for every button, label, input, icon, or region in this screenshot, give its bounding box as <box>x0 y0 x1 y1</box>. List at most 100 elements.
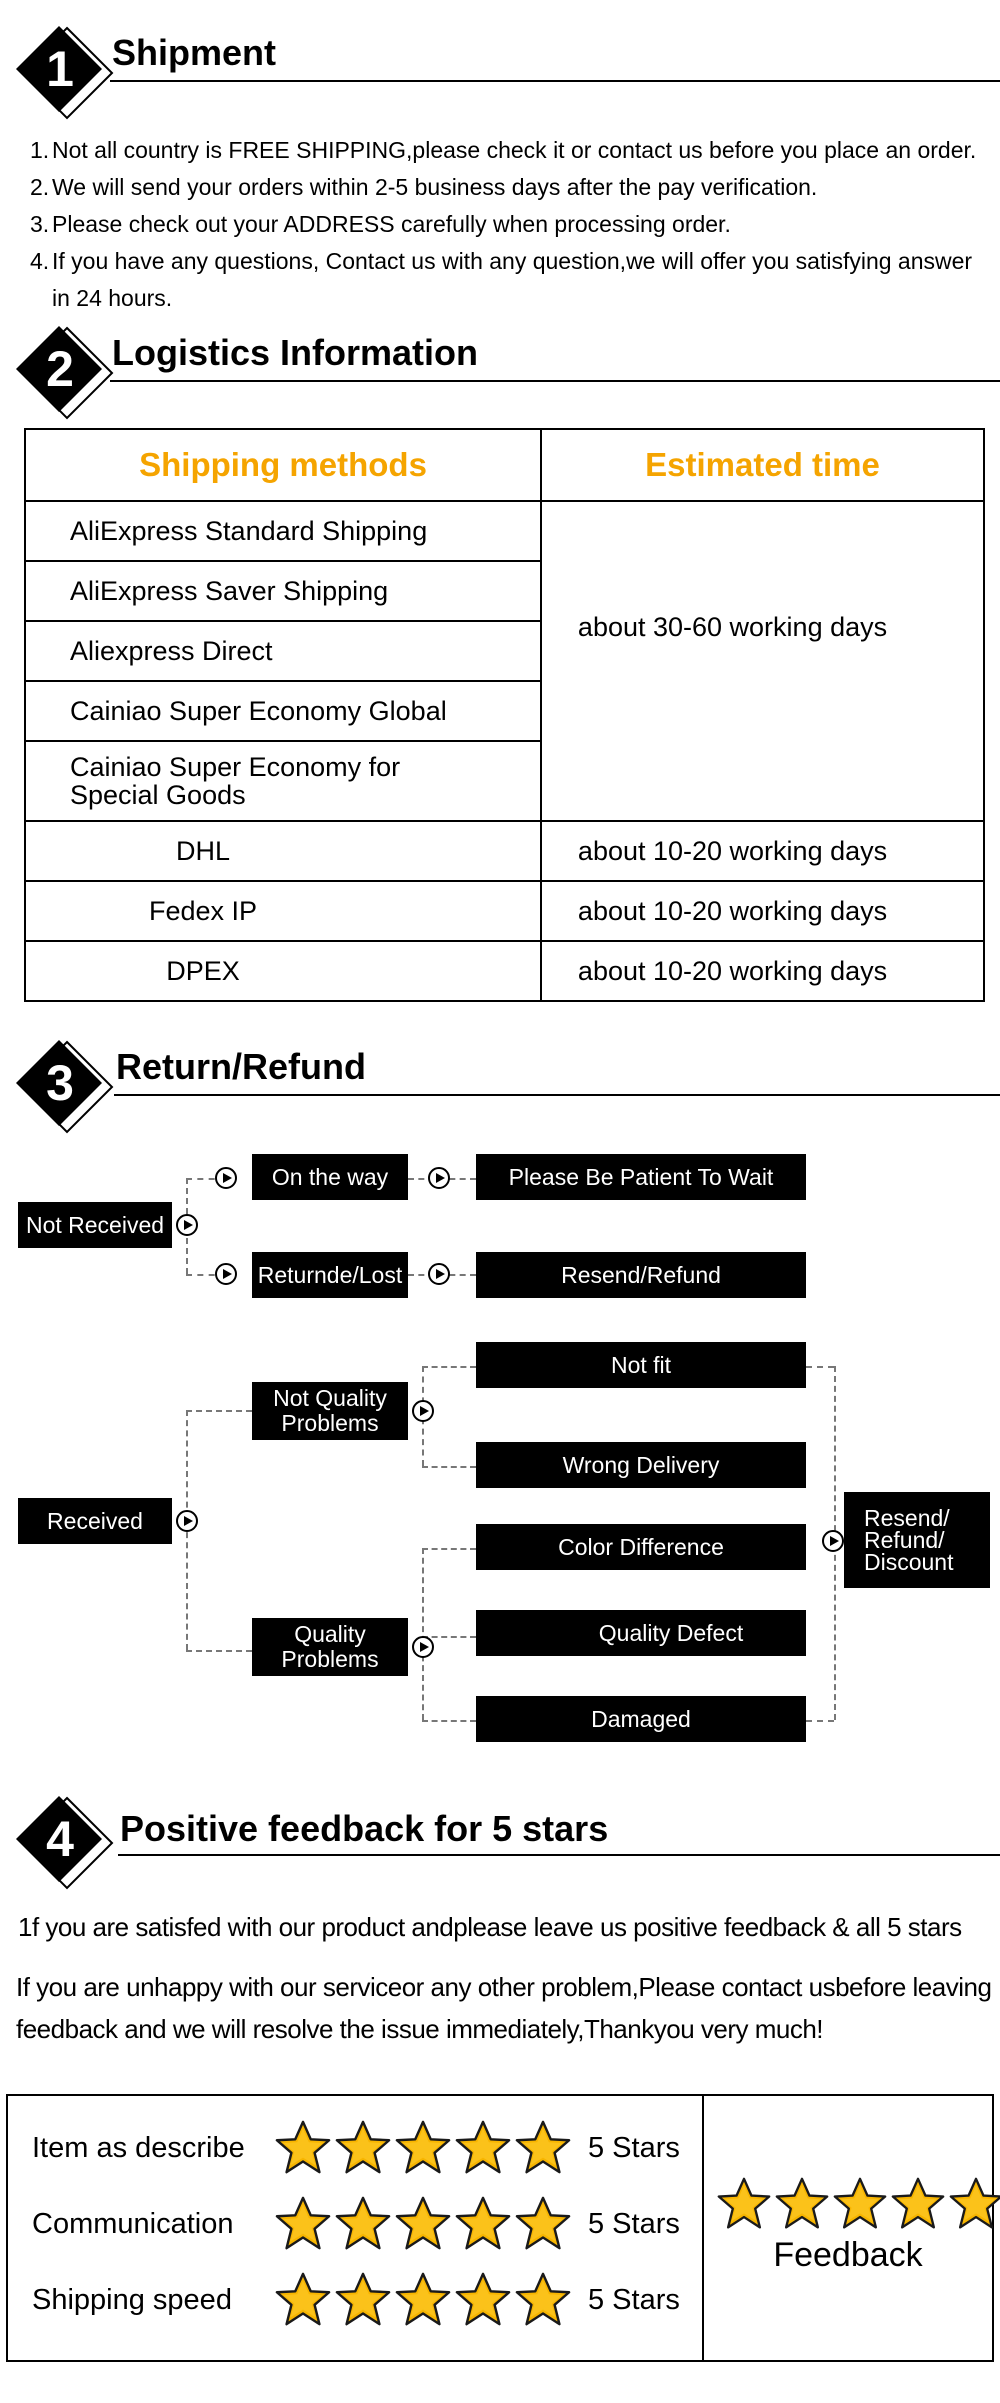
table-header-time: Estimated time <box>540 428 985 502</box>
arrow-icon <box>412 1400 434 1422</box>
section-title: Shipment <box>112 32 277 73</box>
section-number-badge: 4 <box>14 1792 114 1892</box>
wait-box: Please Be Patient To Wait <box>476 1154 806 1200</box>
arrow-icon <box>428 1263 450 1285</box>
star-icon <box>274 2119 332 2177</box>
table-row: AliExpress Standard Shipping about 30-60… <box>23 500 985 822</box>
method-cell: DHL <box>23 820 543 882</box>
list-item: 3.Please check out your ADDRESS carefull… <box>30 211 731 237</box>
arrow-icon <box>412 1636 434 1658</box>
not-quality-box: Not Quality Problems <box>252 1382 408 1440</box>
final-outcome-box: Resend/ Refund/ Discount <box>844 1492 990 1588</box>
time-cell: about 10-20 working days <box>540 940 985 1002</box>
color-difference-box: Color Difference <box>476 1524 806 1570</box>
rating-label: Item as describe <box>32 2131 245 2164</box>
not-fit-box: Not fit <box>476 1342 806 1388</box>
on-the-way-box: On the way <box>252 1154 408 1200</box>
time-cell: about 30-60 working days <box>540 500 985 822</box>
table-row: AliExpress Saver Shipping <box>23 560 984 622</box>
rating-row: Item as describe 5 Stars <box>32 2118 680 2178</box>
section-title: Return/Refund <box>116 1046 366 1087</box>
section-number: 1 <box>46 41 74 97</box>
star-icon <box>334 2195 392 2253</box>
feedback-text-unhappy: If you are unhappy with our serviceor an… <box>16 1972 992 2044</box>
table-row: Cainiao Super Economy Global <box>23 680 984 742</box>
list-item: 1.Not all country is FREE SHIPPING,pleas… <box>30 137 977 163</box>
star-icon <box>394 2119 452 2177</box>
quality-box: Quality Problems <box>252 1618 408 1676</box>
section-feedback-header: 4 Positive feedback for 5 stars <box>14 1792 1000 1892</box>
rating-panel: Item as describe 5 Stars Communication 5… <box>6 2094 994 2362</box>
wrong-delivery-box: Wrong Delivery <box>476 1442 806 1488</box>
resend-refund-box: Resend/Refund <box>476 1252 806 1298</box>
section-divider <box>118 1854 1000 1856</box>
method-cell: Fedex IP <box>23 880 543 942</box>
star-icon <box>514 2195 572 2253</box>
time-cell: about 10-20 working days <box>540 820 985 882</box>
arrow-icon <box>215 1263 237 1285</box>
section-number: 4 <box>46 1811 74 1867</box>
feedback-label: Feedback <box>773 2236 923 2274</box>
damaged-box: Damaged <box>476 1696 806 1742</box>
star-icon <box>394 2271 452 2329</box>
table-header-methods: Shipping methods <box>23 428 543 502</box>
rating-row: Communication 5 Stars <box>32 2194 680 2254</box>
method-cell: DPEX <box>23 940 543 1002</box>
rating-value: 5 Stars <box>588 2283 680 2316</box>
star-icon <box>514 2119 572 2177</box>
arrow-icon <box>176 1214 198 1236</box>
logistics-table: Shipping methods Estimated time AliExpre… <box>23 428 985 1002</box>
section-divider <box>110 380 1000 382</box>
section-shipment-header: 1 Shipment <box>14 22 1000 122</box>
section-returns-header: 3 Return/Refund <box>14 1036 1000 1136</box>
method-cell: AliExpress Saver Shipping <box>23 560 543 622</box>
star-icon <box>774 2176 830 2232</box>
arrow-icon <box>428 1167 450 1189</box>
method-cell: AliExpress Standard Shipping <box>23 500 543 562</box>
star-icon <box>334 2119 392 2177</box>
section-number-badge: 3 <box>14 1036 114 1136</box>
star-icon <box>454 2271 512 2329</box>
section-number-badge: 1 <box>14 22 114 122</box>
section-number: 3 <box>46 1055 74 1111</box>
table-row: Fedex IP about 10-20 working days <box>23 880 985 942</box>
star-icon <box>716 2176 772 2232</box>
received-box: Received <box>18 1498 172 1544</box>
section-logistics-header: 2 Logistics Information <box>14 322 1000 422</box>
star-icon <box>394 2195 452 2253</box>
method-cell: Cainiao Super Economy for Special Goods <box>23 740 543 822</box>
star-icon <box>274 2271 332 2329</box>
rating-label: Shipping speed <box>32 2283 232 2316</box>
arrow-icon <box>215 1167 237 1189</box>
method-cell: Aliexpress Direct <box>23 620 543 682</box>
rating-stars <box>274 2271 574 2329</box>
arrow-icon <box>822 1530 844 1552</box>
rating-value: 5 Stars <box>588 2207 680 2240</box>
table-row: Cainiao Super Economy for Special Goods <box>23 740 984 822</box>
star-icon <box>832 2176 888 2232</box>
table-header-row: Shipping methods Estimated time <box>23 428 985 502</box>
list-item: 2.We will send your orders within 2-5 bu… <box>30 174 818 200</box>
rating-stars <box>274 2119 574 2177</box>
section-number: 2 <box>46 341 74 397</box>
list-item: 4.If you have any questions, Contact us … <box>30 248 973 311</box>
star-icon <box>274 2195 332 2253</box>
star-icon <box>454 2119 512 2177</box>
time-cell: about 10-20 working days <box>540 880 985 942</box>
section-number-badge: 2 <box>14 322 114 422</box>
lost-box: Returnde/Lost <box>252 1252 408 1298</box>
table-row: DPEX about 10-20 working days <box>23 940 985 1002</box>
star-icon <box>334 2271 392 2329</box>
section-divider <box>114 1094 1000 1096</box>
not-received-box: Not Received <box>18 1202 172 1248</box>
star-icon <box>890 2176 946 2232</box>
arrow-icon <box>176 1510 198 1532</box>
table-row: Aliexpress Direct <box>23 620 984 682</box>
table-row: DHL about 10-20 working days <box>23 820 985 882</box>
star-icon <box>454 2195 512 2253</box>
feedback-text-satisfied: 1f you are satisfed with our product and… <box>18 1912 962 1942</box>
star-icon <box>948 2176 1000 2232</box>
rating-label: Communication <box>32 2207 234 2240</box>
section-divider <box>110 80 1000 82</box>
rating-divider <box>702 2096 704 2360</box>
